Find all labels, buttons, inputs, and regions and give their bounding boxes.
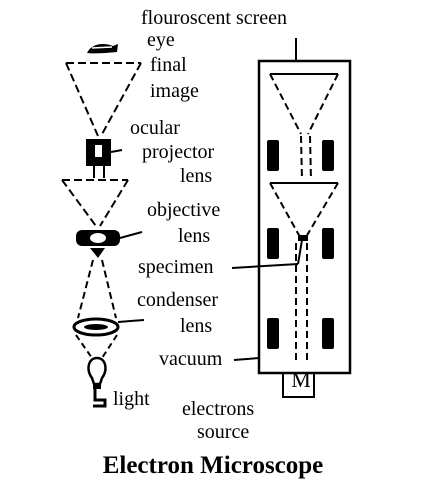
light-top-cone [65, 62, 142, 137]
electron-objective-cone [269, 182, 339, 238]
electron-top-cone [269, 73, 339, 135]
light-bulb-cone [75, 334, 118, 359]
specimen-marker [298, 235, 308, 241]
electron-lower-beam [295, 243, 308, 362]
flouroscent-screen-label: flouroscent screen [141, 7, 288, 29]
eye-icon [87, 44, 118, 54]
objective-lens-right [322, 228, 334, 259]
ocular-lens [86, 139, 123, 178]
electron-middle-beam [300, 135, 312, 181]
light-middle-cone [61, 179, 129, 227]
condenser-lens-left [267, 318, 279, 349]
condenser-lens-right [322, 318, 334, 349]
vacuum-label: vacuum [159, 348, 223, 370]
projector-lens-right [322, 140, 334, 171]
projector-label: projector [142, 141, 215, 163]
diagram-caption: Electron Microscope [102, 452, 324, 479]
projector-lens-left [267, 140, 279, 171]
light-bulb-icon [87, 356, 107, 408]
eye-label: eye [147, 29, 175, 51]
condenser-label: condenser [137, 289, 219, 311]
condenser-lens-light [72, 317, 145, 337]
light-condenser-cone [77, 259, 117, 319]
image-label: image [150, 80, 199, 102]
electron-gun-letter: M [291, 367, 311, 392]
light-label: light [113, 388, 150, 410]
projector-lens-label: lens [180, 165, 213, 187]
objective-lens-light [76, 230, 143, 258]
leader-lines [231, 239, 303, 361]
specimen-label: specimen [138, 256, 214, 278]
objective-lens-label: lens [178, 225, 211, 247]
electron-column [257, 38, 352, 398]
condenser-lens-label: lens [180, 315, 213, 337]
objective-label: objective [147, 199, 221, 221]
ocular-label: ocular [130, 117, 180, 139]
electrons-label: electrons [182, 398, 255, 420]
objective-lens-left [267, 228, 279, 259]
final-label: final [150, 54, 187, 76]
source-label: source [197, 421, 250, 443]
